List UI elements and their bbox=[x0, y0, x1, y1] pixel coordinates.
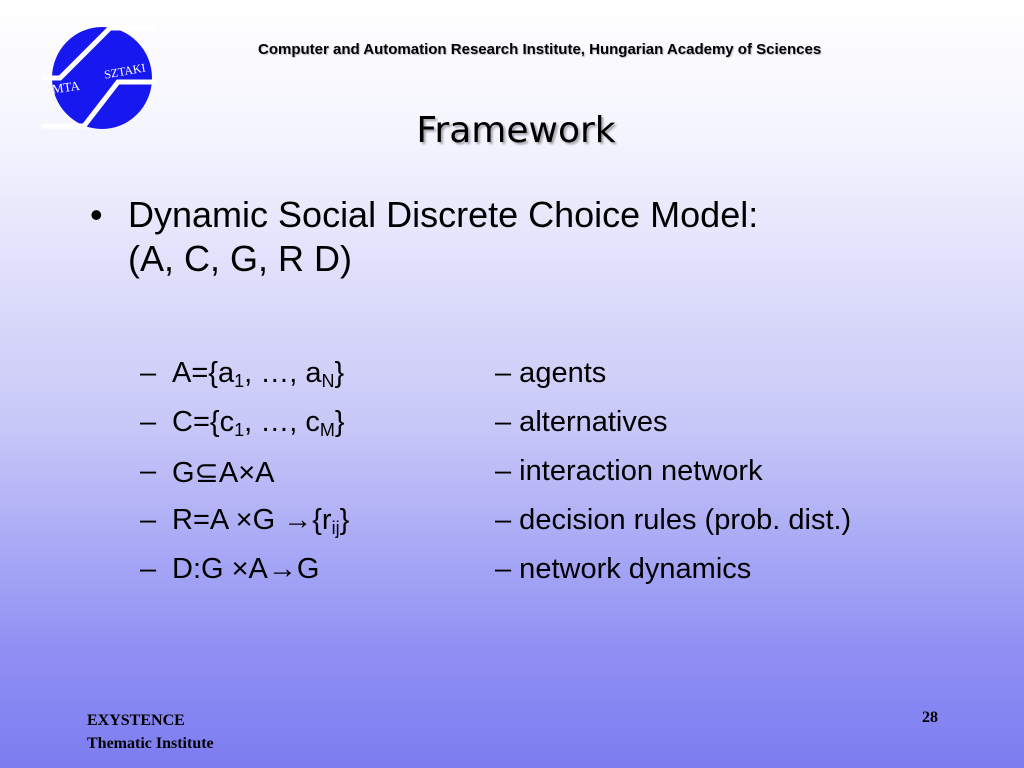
sztaki-logo: MTA SZTAKI bbox=[42, 25, 156, 129]
bullet-line-1: Dynamic Social Discrete Choice Model: bbox=[128, 194, 759, 235]
description: – network dynamics bbox=[495, 553, 752, 585]
definition: A={a1, …, aN} bbox=[172, 357, 345, 391]
description: – interaction network bbox=[495, 455, 763, 487]
definition: D:G ×A→G bbox=[172, 553, 320, 585]
logo-swoosh-lower bbox=[42, 79, 156, 129]
bullet-line-2: (A, C, G, R D) bbox=[128, 238, 352, 279]
description: – decision rules (prob. dist.) bbox=[495, 504, 852, 536]
footer-institute: Thematic Institute bbox=[87, 735, 214, 752]
description: – agents bbox=[495, 357, 607, 389]
page-number: 28 bbox=[922, 709, 938, 726]
dash-marker: – bbox=[140, 553, 157, 585]
logo-swoosh bbox=[42, 25, 156, 81]
logo-disc bbox=[52, 27, 152, 129]
dash-marker: – bbox=[140, 357, 157, 389]
definition: C={c1, …, cM} bbox=[172, 406, 345, 440]
dash-marker: – bbox=[140, 406, 157, 438]
definition: G⊆A×A bbox=[172, 457, 275, 489]
bullet-marker: • bbox=[90, 194, 103, 235]
slide-title: Framework bbox=[416, 110, 616, 151]
dash-marker: – bbox=[140, 455, 157, 487]
definition: R=A ×G →{rij} bbox=[172, 504, 350, 538]
institute-header: Computer and Automation Research Institu… bbox=[258, 41, 822, 58]
dash-marker: – bbox=[140, 504, 157, 536]
logo-text-left: MTA bbox=[51, 78, 81, 97]
footer-org: EXYSTENCE bbox=[87, 712, 185, 729]
description: – alternatives bbox=[495, 406, 668, 438]
bullet-text: Dynamic Social Discrete Choice Model: (A… bbox=[128, 193, 758, 281]
footer-left: EXYSTENCE Thematic Institute bbox=[87, 709, 214, 755]
